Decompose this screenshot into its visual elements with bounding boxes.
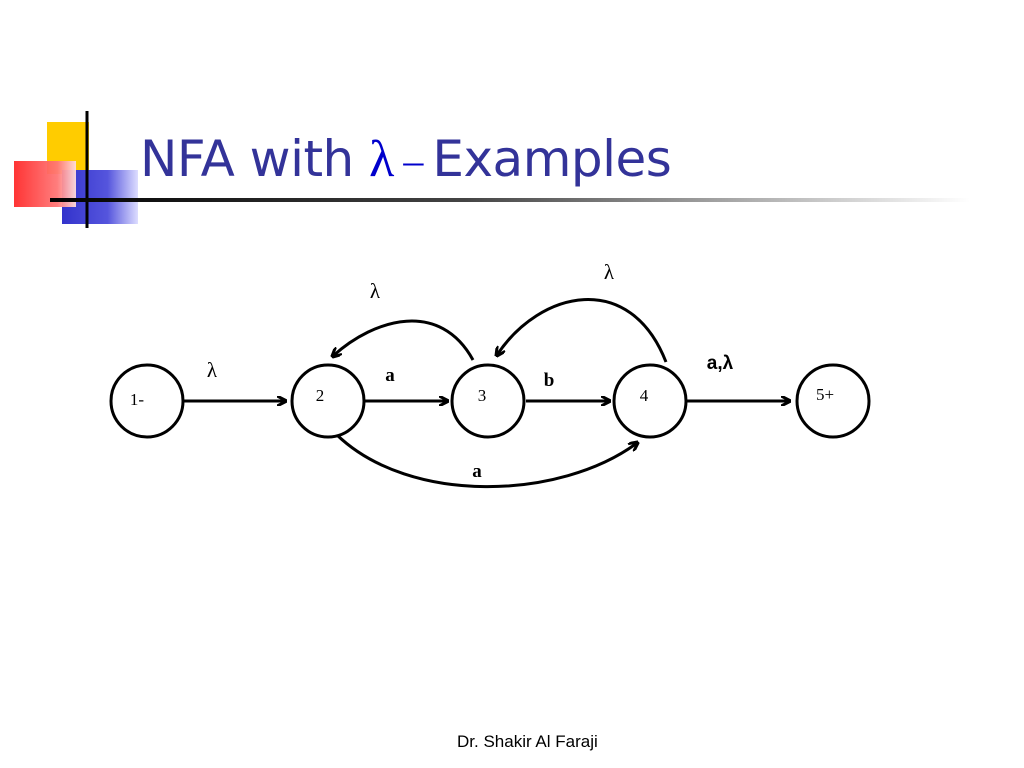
footer-author: Dr. Shakir Al Faraji — [457, 732, 598, 751]
page-title: NFA with λ – Examples — [140, 124, 672, 194]
edge-3-to-4-label: b — [544, 370, 555, 391]
state-3-label: 3 — [478, 386, 487, 405]
state-1: 1- — [109, 363, 185, 439]
state-3: 3 — [450, 363, 526, 439]
edge-4-to-3-label: λ — [604, 260, 615, 284]
state-1-label: 1- — [130, 390, 145, 409]
state-4-label: 4 — [640, 386, 649, 405]
edge-2-to-4-curve — [335, 433, 637, 489]
edge-3-to-2-label: λ — [370, 279, 381, 303]
state-5: 5+ — [795, 363, 871, 439]
title-dash: – — [393, 138, 433, 183]
state-4: 4 — [612, 363, 688, 439]
title-decoration — [14, 111, 970, 228]
state-2: 2 — [290, 363, 366, 439]
edge-1-to-2-label: λ — [207, 358, 218, 382]
state-2-label: 2 — [316, 386, 325, 405]
title-prefix: NFA with — [140, 130, 370, 188]
title-suffix: Examples — [432, 130, 672, 188]
edge-2-to-3-label: a — [385, 365, 395, 386]
title-rule — [50, 198, 970, 202]
edge-4-to-5-label: a,λ — [707, 353, 734, 374]
edge-3-to-2-curve — [333, 319, 475, 361]
state-5-label: 5+ — [816, 385, 834, 404]
title-lambda-symbol: λ — [369, 131, 394, 188]
edge-4-to-3-curve — [497, 298, 668, 363]
edge-2-to-4-label: a — [472, 461, 482, 482]
